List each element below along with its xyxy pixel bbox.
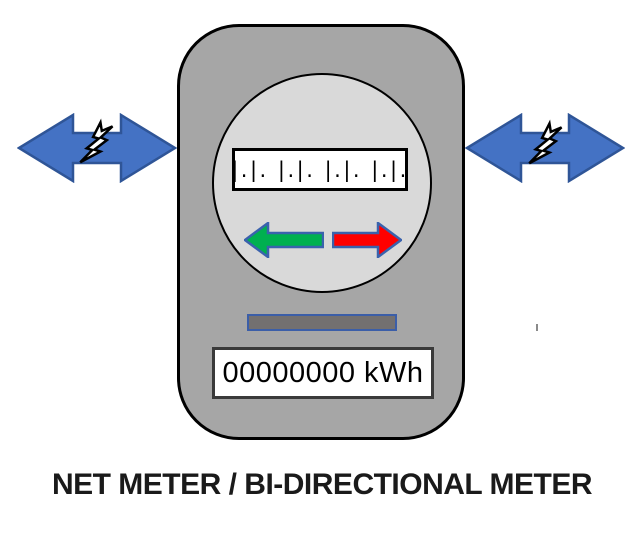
- red-right-arrow-icon: [332, 222, 402, 258]
- green-left-arrow-icon: [244, 222, 324, 258]
- stray-mark: [536, 324, 538, 331]
- dial-tick-marks: |.|. |.|. |.|. |.|.: [232, 158, 408, 182]
- lightning-bolt-icon-right: [528, 119, 563, 165]
- kwh-reading: 00000000 kWh: [222, 356, 424, 389]
- diagram-caption: NET METER / BI-DIRECTIONAL METER: [51, 468, 593, 501]
- meter-label-bar: [247, 314, 397, 331]
- kwh-readout-box: 00000000 kWh: [212, 347, 434, 399]
- dial-register-window: |.|. |.|. |.|. |.|.: [232, 148, 408, 191]
- lightning-bolt-icon-left: [79, 118, 114, 164]
